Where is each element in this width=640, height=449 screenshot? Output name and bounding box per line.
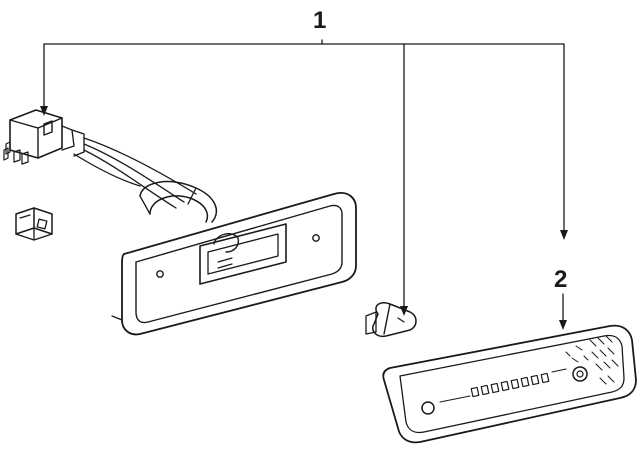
marker-lens [382,324,637,444]
harness-wires [73,137,197,209]
harness-connector [3,109,85,165]
bulb-socket [139,180,217,223]
callout-label-1: 1 [313,7,326,34]
lens-reflector-ribs [470,372,550,398]
lamp-housing [111,192,357,336]
callout-1-leaders [40,39,568,316]
callout-2-leader [559,293,567,330]
wedge-bulb [365,302,417,338]
lens-stipple [565,335,619,385]
callout-label-2: 2 [554,266,567,293]
clip-part [15,207,53,241]
